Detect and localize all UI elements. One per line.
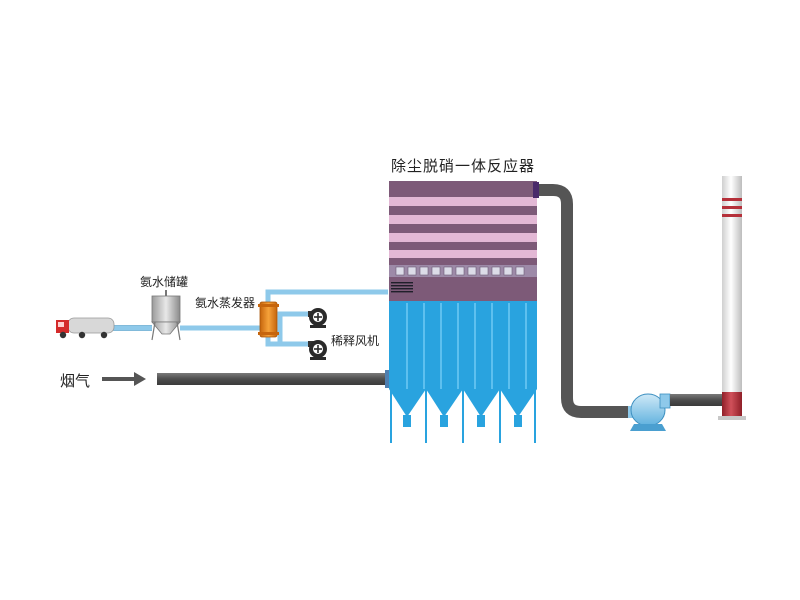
pipe-outline: [113, 325, 152, 331]
dilution-fan-label: 稀释风机: [331, 334, 380, 348]
stack-icon: [718, 176, 746, 420]
reactor-label: 除尘脱硝一体反应器: [391, 157, 536, 175]
fan-icon: [308, 340, 327, 360]
flue-gas-inlet-pipe: [157, 373, 387, 385]
flue-gas-label: 烟气: [60, 372, 91, 390]
blower-icon: [628, 393, 671, 431]
truck-icon: [56, 317, 115, 339]
reactor-lower-body: [389, 301, 537, 443]
ammonia-water-pipes: [113, 289, 388, 347]
outlet-flange: [533, 182, 539, 198]
inlet-flange: [385, 370, 390, 388]
stack-feed-pipe: [670, 394, 722, 406]
evaporator-icon: [258, 301, 279, 338]
outlet-pipe: [539, 184, 628, 418]
reactor-upper-body: [389, 181, 537, 301]
fan-icon: [308, 308, 327, 328]
arrow-icon: [102, 372, 146, 386]
tank-icon: [151, 290, 181, 341]
evaporator-label: 氨水蒸发器: [195, 296, 256, 310]
ammonia-tank-label: 氨水储罐: [140, 275, 189, 289]
